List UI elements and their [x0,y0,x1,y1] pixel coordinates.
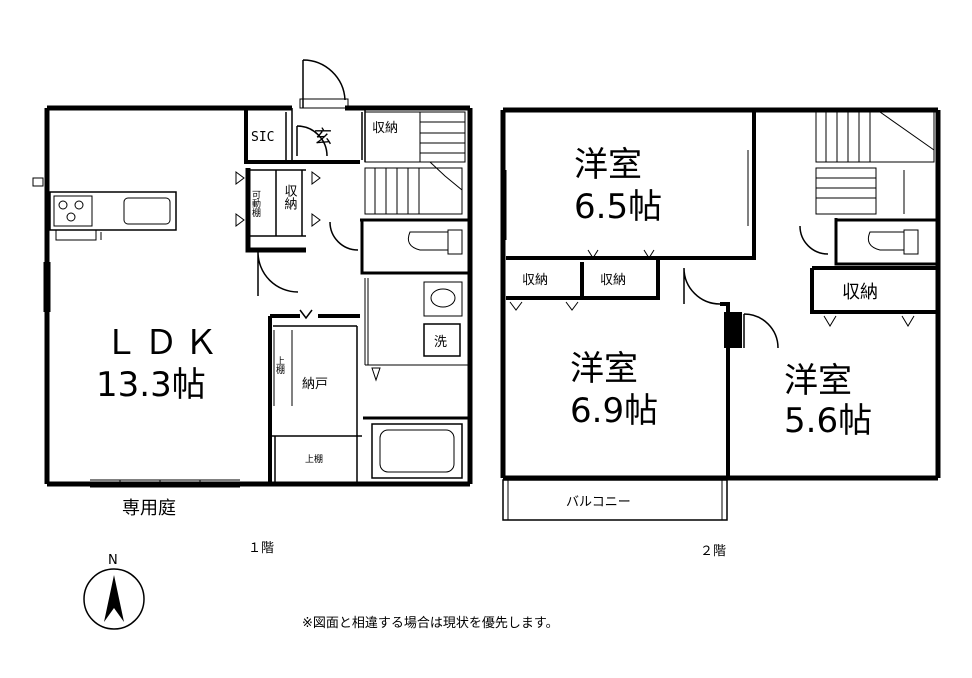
wash-basin [423,281,463,317]
storage-label-1f-a: 収納 [372,121,398,136]
entrance-door [302,59,346,108]
room-a-name: 洋室 [574,145,642,185]
floor-1-label: １階 [248,541,274,556]
upper-shelf-label-a: 上棚 [274,356,285,375]
balcony-label: バルコニー [566,495,631,510]
room-a-size: 6.5帖 [574,187,662,227]
floor-2-plan [500,107,941,521]
room-b-name: 洋室 [570,349,638,389]
room-b-size: 6.9帖 [570,391,658,431]
room-c-name: 洋室 [784,361,852,401]
stairs-1f [364,111,466,215]
compass-label: N [108,553,118,568]
movable-shelf-label: 可動棚 [250,190,261,218]
floor-2-label: ２階 [700,544,726,559]
kitchen-counter [49,191,177,231]
garden-label: 専用庭 [122,498,176,519]
garden-window [90,479,240,488]
entrance-label: 玄 [314,127,332,148]
left-window [43,262,51,312]
wash-label: 洗 [434,335,447,350]
floor-1-outer-wall [44,105,473,487]
ldk-size: 13.3帖 [96,365,206,405]
compass-icon [83,568,145,630]
bathtub [371,423,463,479]
storage-label-2f-b: 収納 [600,273,626,288]
storage-label-1f-b: 収納 [282,184,298,211]
stairs-2f [815,111,935,215]
floor-2-outer-wall [500,107,941,481]
sic-label: SIC [251,130,274,145]
balcony [502,479,728,521]
nando-label: 納戸 [302,377,328,392]
kitchen-sink [123,197,171,225]
storage-label-2f-a: 収納 [522,273,548,288]
floor-1-plan [32,59,473,488]
room-c-size: 5.6帖 [784,401,872,441]
washing-machine [423,323,461,357]
disclaimer-note: ※図面と相違する場合は現状を優先します。 [302,616,559,631]
upper-shelf-label-b: 上棚 [305,453,323,465]
storage-label-2f-c: 収納 [842,282,878,303]
ldk-name: ＬＤＫ [104,323,224,363]
